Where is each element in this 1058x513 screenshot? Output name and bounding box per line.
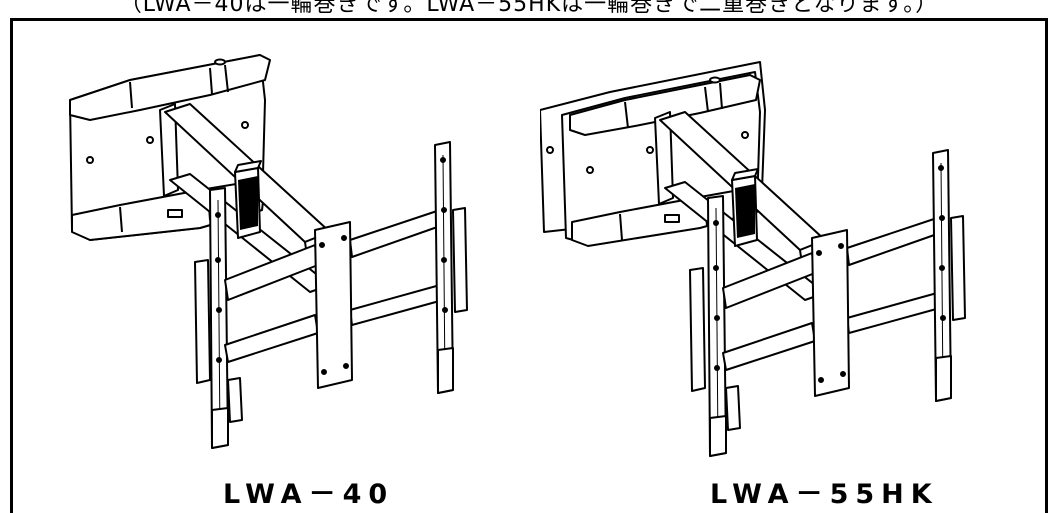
figure-frame: [10, 18, 1048, 513]
bracket-illustration-lwa-55hk: [540, 61, 966, 457]
model-label-lwa-55hk: LWA－55HK: [710, 479, 939, 510]
bracket-illustration-lwa-40: [69, 54, 468, 449]
model-label-lwa-40: LWA－40: [223, 479, 395, 510]
top-caption: （LWA－40は一輪巻きです。LWA－55HKは一輪巻きで二重巻きとなります。）: [119, 0, 939, 17]
